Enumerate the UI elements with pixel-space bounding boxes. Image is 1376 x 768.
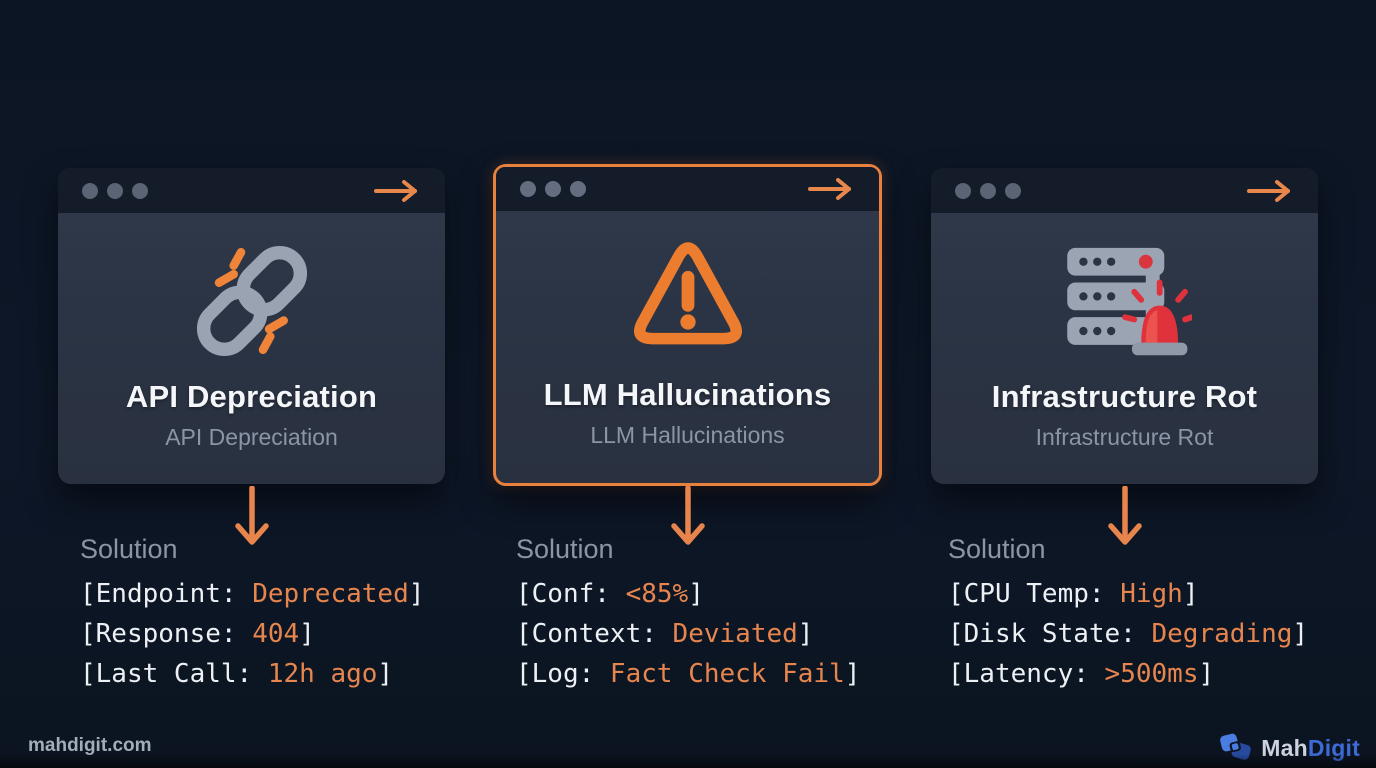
solution-block-llm-hallucinations: Solution [Conf: <85%] [Context: Deviated…: [516, 534, 946, 694]
window-titlebar: [58, 168, 445, 213]
down-arrow-icon: [235, 486, 269, 545]
solution-block-infrastructure-rot: Solution [CPU Temp: High] [Disk State: D…: [948, 534, 1376, 694]
card-window-llm-hallucinations: LLM Hallucinations LLM Hallucinations: [493, 164, 882, 486]
window-dot-icon: [1005, 182, 1021, 199]
arrow-right-icon: [374, 179, 417, 202]
window-titlebar: [496, 167, 879, 211]
card-subtitle: LLM Hallucinations: [590, 422, 785, 448]
status-line: [Response: 404]: [80, 619, 315, 649]
card-content: API Depreciation API Depreciation: [58, 213, 445, 484]
down-arrow-icon: [671, 486, 705, 545]
solution-block-api-depreciation: Solution [Endpoint: Deprecated] [Respons…: [80, 534, 510, 694]
bottom-shade: [0, 754, 1376, 768]
status-line: [Conf: <85%]: [516, 579, 704, 609]
card-title: Infrastructure Rot: [991, 379, 1258, 414]
broken-link-icon: [191, 239, 313, 363]
status-line: [Disk State: Degrading]: [948, 619, 1309, 649]
window-control-dots: [82, 182, 148, 199]
warning-triangle-icon: [624, 237, 752, 361]
window-dot-icon: [82, 182, 98, 199]
down-arrow-icon: [1108, 486, 1142, 545]
status-line: [Latency: >500ms]: [948, 659, 1215, 689]
card-title: API Depreciation: [125, 379, 378, 414]
window-titlebar: [931, 168, 1318, 213]
window-dot-icon: [980, 182, 996, 199]
window-dot-icon: [520, 181, 536, 197]
card-window-infrastructure-rot: Infrastructure Rot Infrastructure Rot: [931, 168, 1318, 484]
watermark-url: mahdigit.com: [28, 735, 152, 756]
window-dot-icon: [107, 182, 123, 199]
window-control-dots: [955, 182, 1021, 199]
status-line: [Endpoint: Deprecated]: [80, 579, 425, 609]
card-content: LLM Hallucinations LLM Hallucinations: [496, 211, 879, 482]
server-alert-icon: [1058, 239, 1192, 363]
status-line: [Last Call: 12h ago]: [80, 659, 394, 689]
card-subtitle: Infrastructure Rot: [1035, 424, 1214, 450]
window-dot-icon: [570, 181, 586, 197]
solution-label: Solution: [80, 534, 178, 564]
solution-label: Solution: [948, 534, 1046, 564]
window-control-dots: [520, 181, 586, 197]
status-line: [CPU Temp: High]: [948, 579, 1199, 609]
window-dot-icon: [132, 182, 148, 199]
card-content: Infrastructure Rot Infrastructure Rot: [931, 213, 1318, 484]
status-line: [Log: Fact Check Fail]: [516, 659, 861, 689]
arrow-right-icon: [808, 178, 851, 200]
card-subtitle: API Depreciation: [165, 424, 338, 450]
arrow-right-icon: [1247, 179, 1290, 202]
window-dot-icon: [955, 182, 971, 199]
card-window-api-depreciation: API Depreciation API Depreciation: [58, 168, 445, 484]
solution-label: Solution: [516, 534, 614, 564]
status-line: [Context: Deviated]: [516, 619, 814, 649]
card-title: LLM Hallucinations: [543, 377, 832, 412]
window-dot-icon: [545, 181, 561, 197]
